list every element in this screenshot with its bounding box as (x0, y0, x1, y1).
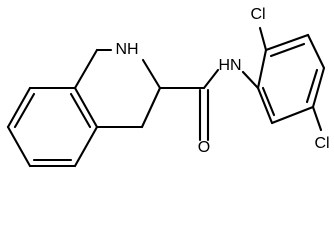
bond-inner (261, 86, 276, 117)
bond (241, 70, 260, 90)
bond (258, 26, 268, 52)
ring-nh-label: NH (115, 41, 138, 58)
bond (256, 86, 274, 125)
bond (141, 58, 162, 90)
molecule-diagram: NH HN O Cl Cl (6, 6, 330, 168)
bond (311, 105, 323, 132)
bond (73, 86, 99, 129)
atom-labels: NH HN O Cl Cl (115, 6, 329, 156)
bond-inner (69, 92, 92, 129)
bond (256, 48, 268, 90)
structure-canvas: NH HN O Cl Cl (6, 6, 330, 168)
bond (264, 33, 310, 52)
bond-inner (13, 92, 36, 129)
bond (73, 48, 99, 90)
bond (140, 86, 162, 129)
amide-nh-label: HN (218, 57, 241, 74)
bond (270, 105, 315, 125)
chlorine-top-label: Cl (250, 6, 265, 23)
bond (6, 86, 32, 129)
chlorine-bottom-label: Cl (314, 135, 329, 152)
bond (73, 125, 99, 168)
bond-inner (269, 42, 306, 58)
bonds (6, 26, 326, 168)
carbonyl-oxygen-label: O (198, 139, 210, 156)
bond-inner (305, 68, 319, 104)
bond (311, 66, 326, 109)
bond (202, 68, 220, 90)
bond (6, 125, 32, 168)
bond (306, 33, 326, 70)
